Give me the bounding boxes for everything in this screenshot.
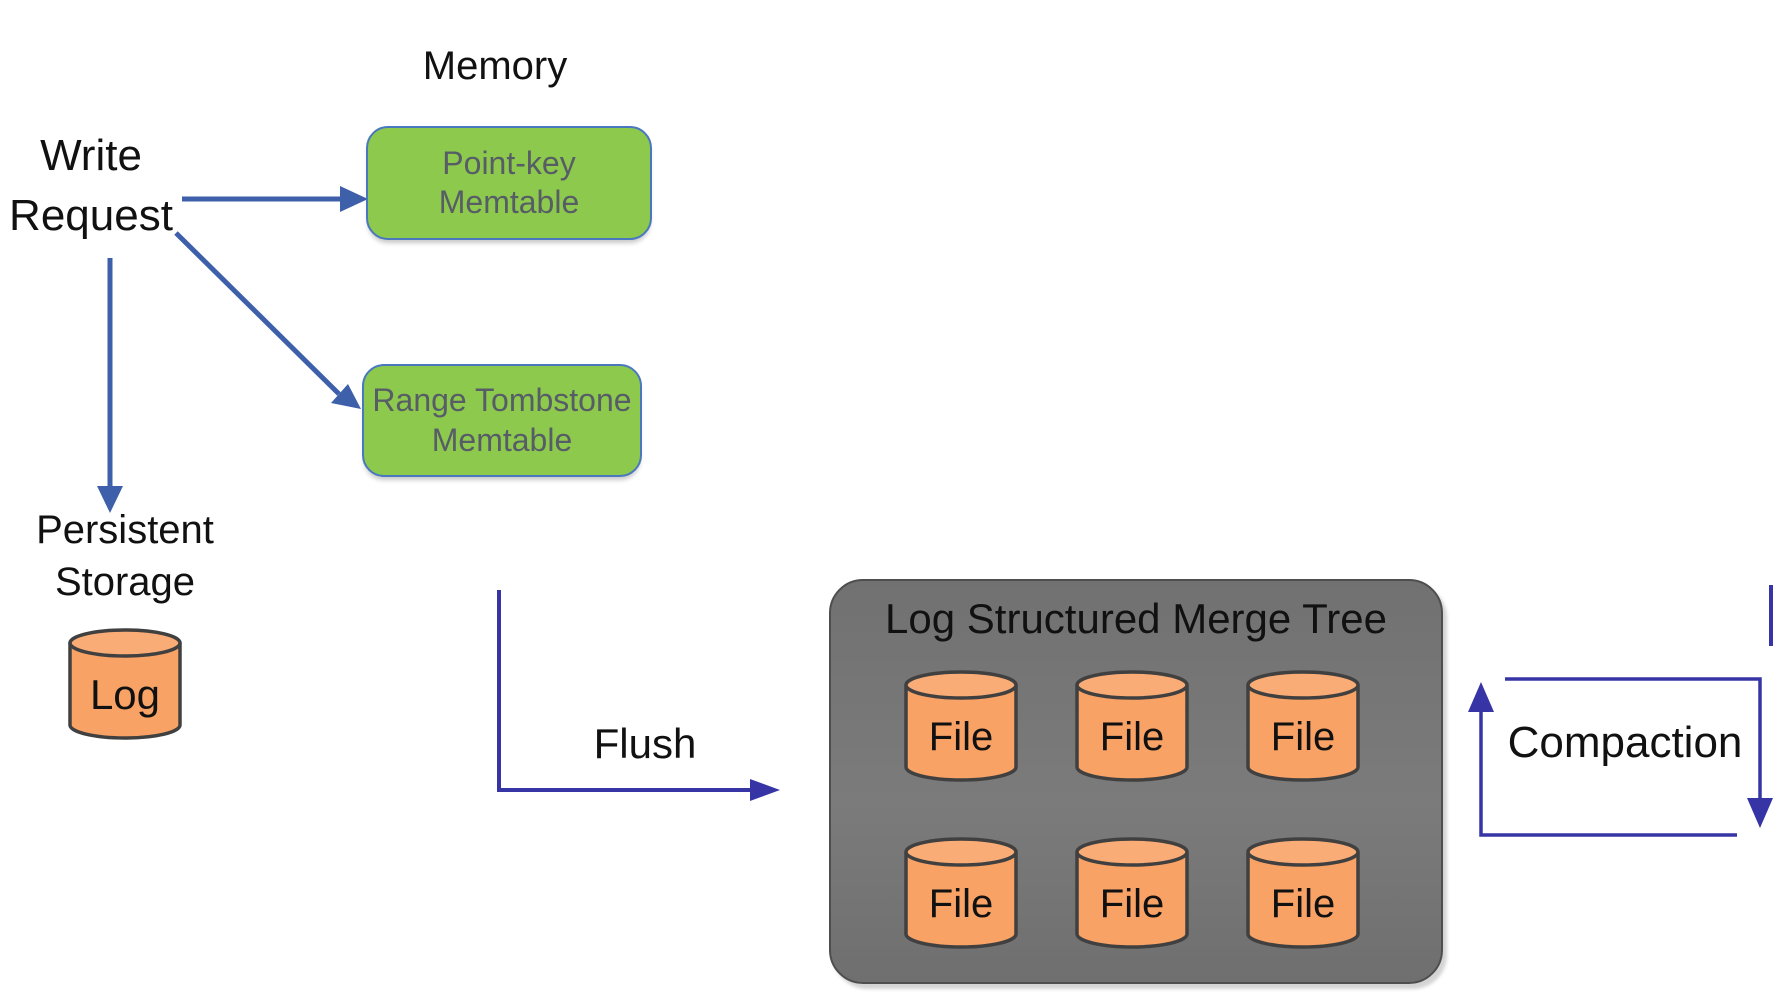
file-cylinder-label: File: [1099, 881, 1165, 926]
flush-arrow-line: [497, 590, 750, 792]
file-cylinder: File: [904, 670, 1018, 782]
write-to-rangetombstone-arrowhead: [331, 384, 361, 409]
lsm-tree-title: Log Structured Merge Tree: [885, 595, 1387, 642]
file-cylinder: File: [1075, 670, 1189, 782]
range-tombstone-memtable-label: Range Tombstone Memtable: [372, 382, 632, 458]
persistent-storage-label: Persistent Storage: [36, 508, 214, 604]
cylinder-shape: [1075, 837, 1189, 949]
file-cylinder-label: File: [1270, 881, 1336, 926]
file-cylinder: File: [1246, 670, 1360, 782]
compaction-up-arrowhead: [1468, 682, 1494, 712]
lsm-tree-box: Log Structured Merge Tree File File File: [829, 579, 1443, 984]
log-cylinder-label: Log: [89, 671, 161, 718]
cylinder-shape: [904, 670, 1018, 782]
log-cylinder: Log: [68, 628, 182, 740]
write-to-pointkey-arrowhead: [340, 186, 368, 212]
cylinder-shape: [1246, 670, 1360, 782]
write-request-label: Write Request: [9, 131, 173, 240]
file-cylinder-label: File: [1099, 714, 1165, 759]
compaction-down-arrowhead: [1747, 798, 1773, 828]
memory-label: Memory: [422, 44, 568, 88]
file-cylinder-label: File: [928, 881, 994, 926]
write-to-rangetombstone-arrow-line: [174, 231, 341, 396]
range-tombstone-memtable-box: Range Tombstone Memtable: [362, 364, 642, 477]
write-to-log-arrowhead: [97, 486, 123, 513]
file-cylinder: File: [904, 837, 1018, 949]
file-cylinder-label: File: [1270, 714, 1336, 759]
point-key-memtable-box: Point-key Memtable: [366, 126, 652, 240]
flush-label: Flush: [593, 720, 697, 767]
cylinder-shape: [68, 628, 182, 740]
file-cylinder: File: [1075, 837, 1189, 949]
file-cylinder-label: File: [928, 714, 994, 759]
compaction-down-arrow-line: [1505, 677, 1762, 798]
cylinder-shape: [1246, 837, 1360, 949]
cylinder-shape: [1075, 670, 1189, 782]
cylinder-shape: [904, 837, 1018, 949]
compaction-label: Compaction: [1507, 718, 1743, 767]
compaction-up-arrow-line: [1479, 712, 1737, 837]
file-cylinder: File: [1246, 837, 1360, 949]
point-key-memtable-label: Point-key Memtable: [438, 144, 580, 220]
flush-arrowhead: [750, 779, 780, 801]
